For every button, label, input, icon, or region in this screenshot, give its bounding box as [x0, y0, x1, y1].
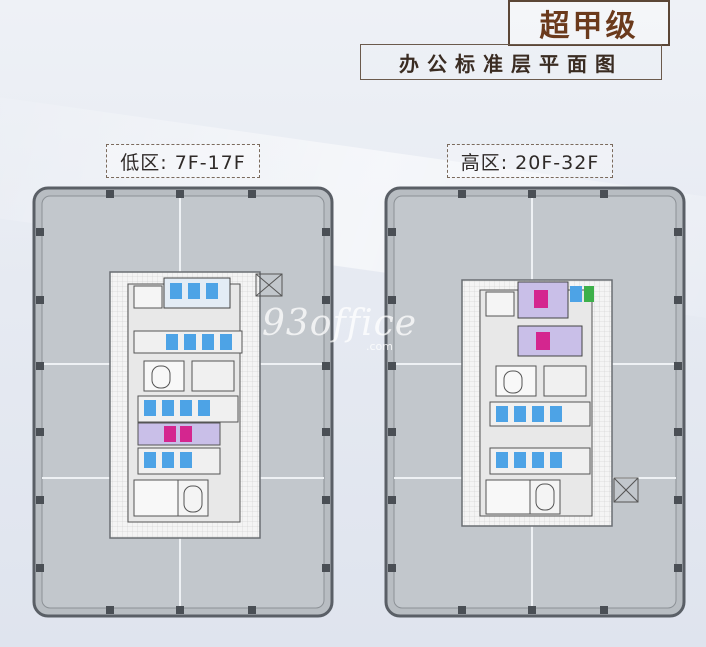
shaft-box — [255, 273, 283, 297]
zone-label-high: 高区: 20F-32F — [447, 144, 613, 178]
zone-label-high-text: 高区: 20F-32F — [460, 151, 600, 174]
subtitle-badge: 办公标准层平面图 — [360, 44, 662, 80]
watermark-logo: 93office — [262, 303, 418, 344]
plan-subtitle: 办公标准层平面图 — [399, 51, 623, 76]
zone-label-low-text: 低区: 7F-17F — [120, 151, 246, 174]
floor-plan-low — [32, 186, 334, 618]
zone-label-low: 低区: 7F-17F — [106, 144, 260, 178]
building-core — [461, 279, 613, 527]
grade-badge: 超甲级 — [508, 0, 670, 46]
columns — [36, 190, 330, 614]
shaft-box — [613, 477, 639, 503]
floor-plan-high — [384, 186, 686, 618]
building-core — [109, 271, 261, 539]
watermark-domain: .com — [366, 340, 393, 353]
grade-title: 超甲级 — [539, 9, 639, 44]
columns — [388, 190, 682, 614]
